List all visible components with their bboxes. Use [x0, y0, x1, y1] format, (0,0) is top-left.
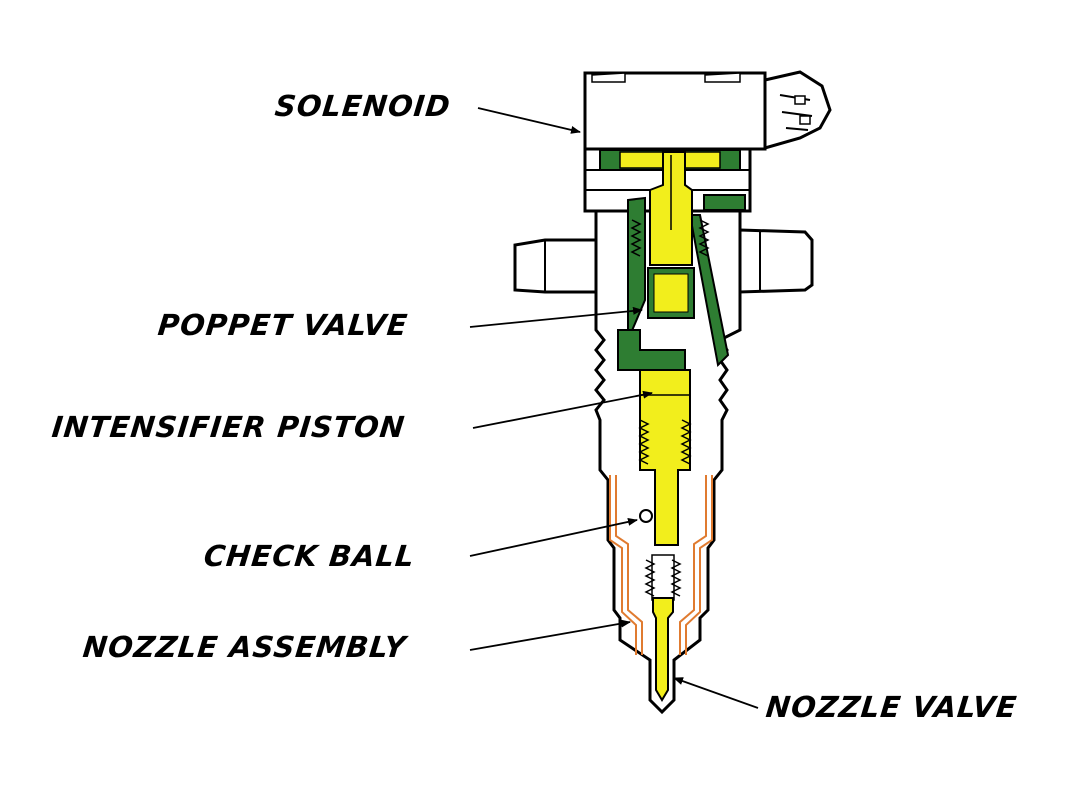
nozzle-valve-assembly [644, 554, 682, 702]
intensifier-piston [638, 369, 692, 546]
solenoid-terminal-left [591, 72, 626, 83]
fuel-passages [609, 475, 713, 655]
solenoid-body [583, 71, 767, 151]
intensifier-piston-leader [472, 390, 653, 429]
label-solenoid: SOLENOID [273, 89, 453, 123]
label-poppet-valve: POPPET VALVE [156, 308, 410, 342]
clamp-right [738, 228, 814, 294]
nozzle-assembly-leader [469, 619, 631, 651]
clamp-left [513, 238, 598, 294]
check-ball-leader [469, 517, 638, 557]
label-nozzle-valve: NOZZLE VALVE [764, 690, 1019, 724]
label-check-ball: CHECK BALL [202, 539, 417, 573]
poppet-valve-leader [469, 306, 643, 328]
nozzle-valve-leader [673, 677, 759, 709]
check-ball [639, 509, 653, 523]
oil-passages [617, 194, 746, 371]
label-intensifier-piston: INTENSIFIER PISTON [50, 410, 407, 444]
mounting-clamps [513, 228, 814, 294]
label-nozzle-assembly: NOZZLE ASSEMBLY [81, 630, 409, 664]
electrical-connector [763, 70, 832, 150]
solenoid-housing [583, 70, 832, 151]
poppet-valve-assembly [630, 151, 710, 319]
leader-lines [469, 107, 759, 709]
solenoid-terminal-right [704, 72, 741, 83]
solenoid-leader [477, 107, 581, 134]
nozzle-valve [652, 597, 674, 702]
